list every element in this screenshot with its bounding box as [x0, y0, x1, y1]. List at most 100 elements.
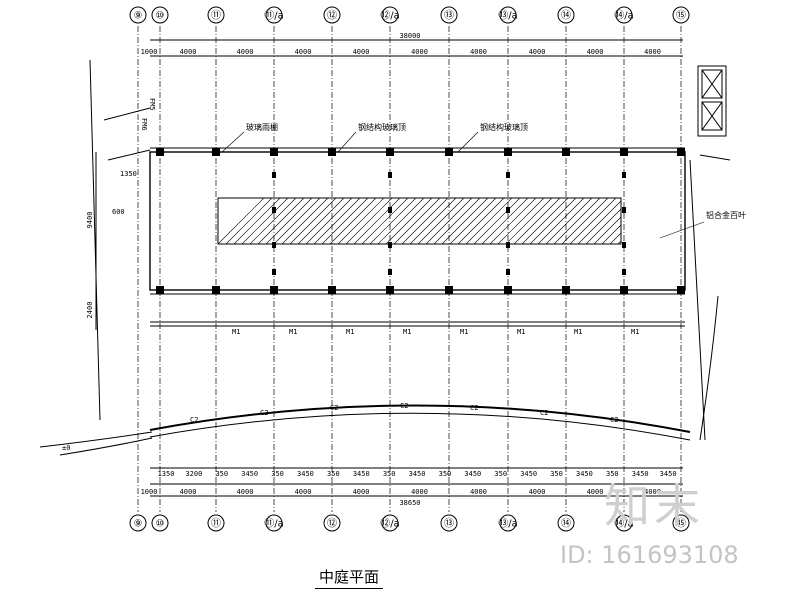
hatch-line	[409, 197, 457, 245]
door-tag: M1	[403, 328, 411, 336]
column	[562, 286, 570, 294]
left-dim-1: 9400	[86, 212, 94, 229]
column	[270, 286, 278, 294]
bottom-axis-bubble	[381, 514, 399, 532]
top-axis-bubble	[151, 6, 169, 24]
hatch-line	[377, 197, 425, 245]
top-axis-label: ⑨	[134, 11, 143, 22]
elevation-tag: ±0	[62, 444, 70, 452]
column	[386, 148, 394, 156]
top-dim-segment: 4000	[411, 48, 428, 56]
column	[156, 148, 164, 156]
top-dim-segment: 4000	[180, 48, 197, 56]
column	[620, 286, 628, 294]
hatch-line	[249, 197, 297, 245]
hatch-line	[545, 197, 593, 245]
bottom-sub-dim: 3450	[353, 470, 370, 478]
hatch-line	[313, 197, 361, 245]
top-dim-segment: 4000	[644, 48, 661, 56]
window-tag: C2	[400, 402, 408, 410]
bottom-axis-label: ⑭	[561, 518, 571, 530]
top-axis-bubble	[265, 6, 283, 24]
hatch-line	[257, 197, 305, 245]
bottom-axis-label: ⑬/a	[498, 518, 518, 530]
door-tag: M1	[460, 328, 468, 336]
hatch-line	[537, 197, 585, 245]
bottom-axis-label: ⑫	[327, 518, 337, 530]
hatch-line	[473, 197, 521, 245]
top-dim-segment: 1000	[141, 48, 158, 56]
bottom-dim-segment: 4000	[237, 488, 254, 496]
tag-fm6: FM6	[140, 118, 148, 131]
column	[677, 148, 685, 156]
column	[388, 269, 392, 275]
top-axis-label: ⑫/a	[380, 10, 400, 22]
hatch-line	[441, 197, 489, 245]
top-dim-segment: 4000	[353, 48, 370, 56]
top-axis-bubble	[557, 6, 575, 24]
hatch-line	[393, 197, 441, 245]
tag-600: 600	[112, 208, 125, 216]
hatch-line	[417, 197, 465, 245]
hatch-line	[489, 197, 537, 245]
hatch-line	[465, 197, 513, 245]
bottom-axis-label: ⑪/a	[264, 518, 284, 530]
bottom-axis-label: ⑪	[211, 518, 221, 530]
column	[622, 172, 626, 178]
bottom-dim-segment: 4000	[180, 488, 197, 496]
top-axis-label: ⑩	[156, 11, 165, 22]
door-tag: M1	[232, 328, 240, 336]
bottom-dim-segment: 4000	[644, 488, 661, 496]
hatch-line	[337, 197, 385, 245]
hatch-line	[449, 197, 497, 245]
column	[212, 148, 220, 156]
column	[504, 286, 512, 294]
door-tag: M1	[574, 328, 582, 336]
window-tag: C2	[190, 416, 198, 424]
bottom-axis-label: ⑨	[134, 519, 143, 530]
hatch-line	[521, 197, 569, 245]
top-dim-segment: 4000	[529, 48, 546, 56]
top-axis-label: ⑭/a	[614, 10, 634, 22]
column	[156, 286, 164, 294]
tag-1350: 1350	[120, 170, 137, 178]
top-axis-bubble	[672, 6, 690, 24]
top-axis-label: ⑪/a	[264, 10, 284, 22]
column	[445, 286, 453, 294]
watermark-id: ID: 161693108	[560, 541, 739, 569]
hatch-line	[281, 197, 329, 245]
top-axis-label: ⑫	[327, 10, 337, 22]
bottom-axis-bubble	[151, 514, 169, 532]
top-axis-label: ⑭	[561, 10, 571, 22]
note-aluminum-louver: 铝合金百叶	[706, 210, 746, 220]
bottom-axis-label: ⑭/a	[614, 518, 634, 530]
column	[620, 148, 628, 156]
bottom-dim-segment: 4000	[529, 488, 546, 496]
hatch-line	[457, 197, 505, 245]
bottom-axis-label: ⑮	[676, 518, 686, 530]
hatch-line	[561, 197, 609, 245]
hatch-line	[329, 197, 377, 245]
column	[328, 148, 336, 156]
column	[562, 148, 570, 156]
top-dim-segment: 4000	[295, 48, 312, 56]
column	[622, 269, 626, 275]
bottom-sub-dim: 3450	[464, 470, 481, 478]
hatch-line	[289, 197, 337, 245]
bottom-axis-bubble	[499, 514, 517, 532]
bottom-dim-segment: 4000	[353, 488, 370, 496]
hatch-line	[593, 216, 622, 245]
hatch-line	[297, 197, 345, 245]
column	[272, 207, 276, 213]
hatch-line	[609, 232, 622, 245]
top-axis-bubble	[207, 6, 225, 24]
hatch-line	[273, 197, 321, 245]
top-axis-label: ⑮	[676, 10, 686, 22]
bottom-dim-segment: 4000	[587, 488, 604, 496]
top-dim-segment: 4000	[470, 48, 487, 56]
top-axis-label: ⑪	[211, 10, 221, 22]
hatch-line	[385, 197, 433, 245]
column	[270, 148, 278, 156]
window-tag: C2	[470, 404, 478, 412]
